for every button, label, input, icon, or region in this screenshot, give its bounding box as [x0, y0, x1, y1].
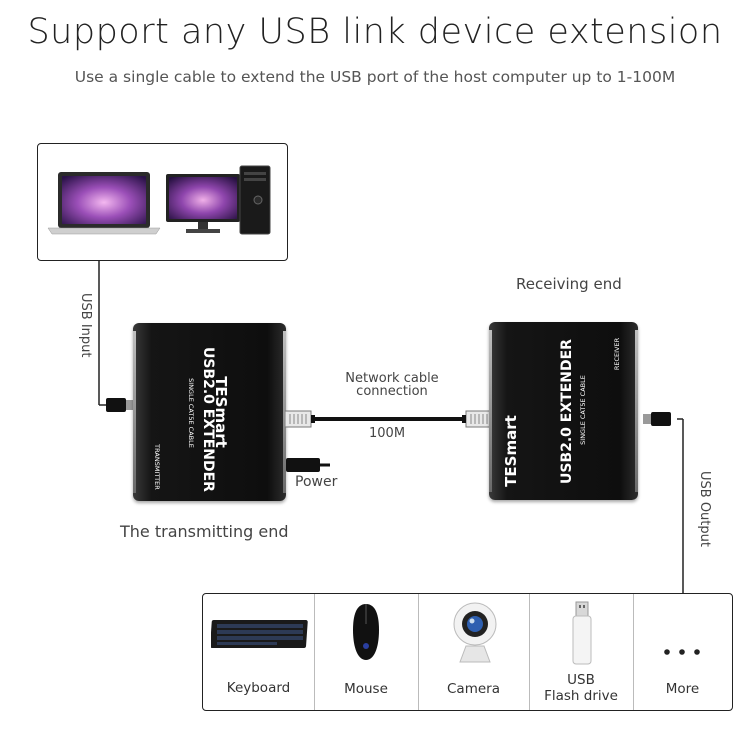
receiving-end-label: Receiving end: [516, 275, 622, 293]
monitor-icon: [166, 174, 240, 233]
receiver-box: TESmart USB2.0 EXTENDER SINGLE CAT5E CAB…: [489, 322, 638, 500]
power-label: Power: [295, 474, 338, 490]
device-item-more: More: [633, 594, 732, 710]
transmitter-cable-type: SINGLE CAT5E CABLE: [187, 378, 195, 448]
device-label: Mouse: [344, 681, 388, 697]
keyboard-icon: [211, 620, 308, 648]
host-computers-frame: [37, 143, 288, 261]
receiver-model: USB2.0 EXTENDER: [559, 339, 575, 484]
distance-label: 100M: [369, 426, 406, 441]
mouse-icon: [353, 604, 379, 660]
network-cable-label: Network cable connection: [345, 371, 439, 399]
device-item-mouse: Mouse: [314, 594, 419, 710]
device-label: USB Flash drive: [544, 672, 618, 704]
receiver-brand: TESmart: [502, 415, 520, 487]
receiver-role: RECEIVER: [613, 337, 621, 371]
device-label: Camera: [447, 681, 500, 697]
transmitter-model: USB2.0 EXTENDER: [200, 347, 216, 492]
pc-tower-icon: [239, 165, 271, 235]
usb-plug-icon: [106, 398, 134, 412]
rj45-connector-icon: [462, 410, 492, 428]
usb-input-label: USB Input: [78, 293, 93, 358]
power-plug-icon: [286, 458, 320, 472]
rj45-connector-icon: [285, 410, 315, 428]
device-item-usb-flash-drive: USB Flash drive: [529, 594, 634, 710]
device-label: Keyboard: [226, 680, 291, 696]
usb-output-label: USB Output: [697, 471, 712, 547]
device-item-keyboard: Keyboard: [203, 594, 315, 710]
webcam-icon: [453, 602, 497, 663]
usb-plug-icon: [643, 412, 671, 426]
device-label: More: [665, 681, 700, 697]
more-icon: [664, 649, 700, 655]
laptop-icon: [47, 172, 161, 235]
usb-flash-drive-icon: [572, 601, 592, 665]
transmitting-end-label: The transmitting end: [120, 522, 289, 541]
devices-panel: Keyboard Mouse Camera USB Flash drive: [202, 593, 733, 711]
receiver-cable-type: SINGLE CAT5E CABLE: [579, 375, 587, 445]
device-item-camera: Camera: [418, 594, 530, 710]
page-subtitle: Use a single cable to extend the USB por…: [74, 68, 676, 86]
transmitter-role: TRANSMITTER: [153, 444, 161, 490]
transmitter-box: TESmart USB2.0 EXTENDER SINGLE CAT5E CAB…: [133, 323, 286, 501]
page-title: Support any USB link device extension: [27, 12, 723, 52]
